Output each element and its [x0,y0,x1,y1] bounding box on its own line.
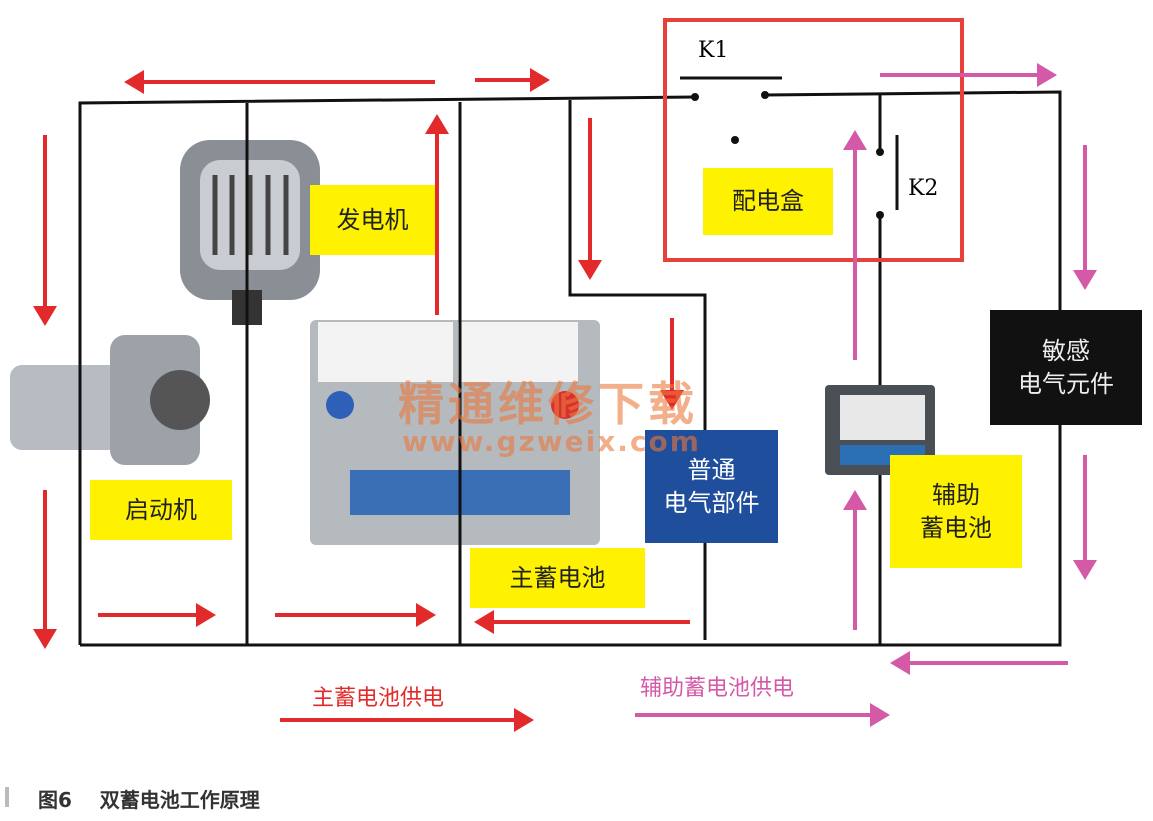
general-parts-line1: 普通 [687,456,736,485]
aux-battery-label: 辅助 蓄电池 [890,455,1022,568]
caption-bar [5,787,9,807]
figure-number: 图6 [38,788,72,812]
generator-label: 发电机 [310,185,435,255]
sensitive-line2: 电气元件 [1018,369,1114,398]
k2-label: K2 [908,176,939,201]
aux-supply-arrows [635,63,1097,727]
distribution-box-label: 配电盒 [703,168,833,235]
aux-battery-line2: 蓄电池 [920,513,992,542]
switch-k2 [876,135,899,219]
main-supply-legend: 主蓄电池供电 [312,686,445,711]
general-electrical-parts-box: 普通 电气部件 [645,430,778,543]
distribution-box-border [663,18,964,262]
alternator-image [180,140,320,325]
aux-battery-line1: 辅助 [932,481,980,510]
watermark-title: 精通维修下载 [398,377,698,431]
figure-title: 双蓄电池工作原理 [99,788,260,812]
starter-image [10,335,210,465]
main-battery-image [310,320,600,545]
aux-supply-legend: 辅助蓄电池供电 [640,676,795,701]
starter-label: 启动机 [90,480,232,540]
watermark-url: www.gzweix.com [402,425,701,458]
main-battery-label: 主蓄电池 [470,548,645,608]
sensitive-components-box: 敏感 电气元件 [990,310,1142,425]
figure-caption: 图6 双蓄电池工作原理 [38,784,260,813]
main-supply-arrows [33,68,690,732]
general-parts-line2: 电气部件 [663,488,760,517]
switch-k1 [680,76,782,144]
sensitive-line1: 敏感 [1042,337,1090,366]
k1-label: K1 [698,38,729,63]
